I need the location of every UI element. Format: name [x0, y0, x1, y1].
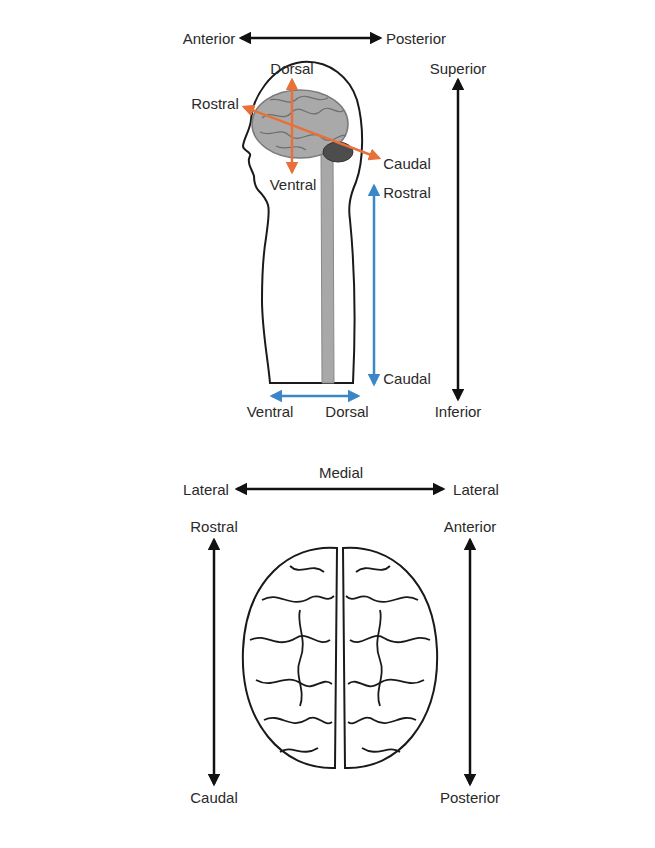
spine-rostral-caudal-arrow	[373, 186, 376, 384]
direction-label: Ventral	[270, 176, 317, 193]
direction-label: Medial	[319, 464, 363, 481]
superior-inferior-arrow	[457, 80, 460, 399]
left-hemisphere	[243, 548, 337, 768]
brain-rostral-caudal-arrow	[244, 107, 379, 158]
spinal-cord	[321, 150, 334, 383]
spine-ventral-dorsal-arrow	[272, 395, 358, 398]
direction-label: Rostral	[191, 95, 239, 112]
direction-label: Caudal	[190, 789, 238, 806]
human-profile	[243, 62, 362, 383]
direction-label: Dorsal	[270, 60, 313, 77]
anterior-posterior-arrow-brain	[469, 540, 472, 784]
direction-label: Anterior	[183, 30, 236, 47]
direction-label: Anterior	[444, 518, 497, 535]
cerebellum	[323, 142, 353, 162]
direction-label: Inferior	[435, 403, 482, 420]
direction-label: Ventral	[247, 403, 294, 420]
direction-label: Superior	[430, 60, 487, 77]
head-body-outline	[243, 62, 362, 383]
direction-label: Posterior	[386, 30, 446, 47]
direction-label: Caudal	[383, 370, 431, 387]
direction-label: Lateral	[453, 481, 499, 498]
direction-label: Rostral	[190, 518, 238, 535]
direction-label: Rostral	[383, 184, 431, 201]
rostral-caudal-arrow	[213, 540, 216, 784]
direction-label: Lateral	[183, 481, 229, 498]
brain-top-view	[243, 548, 437, 768]
body-base-line	[270, 382, 353, 384]
direction-label: Dorsal	[325, 403, 368, 420]
anterior-posterior-arrow	[241, 37, 380, 40]
lateral-medial-arrow	[237, 488, 443, 491]
direction-label: Caudal	[383, 155, 431, 172]
brain-gyri-top	[250, 566, 430, 752]
direction-label: Posterior	[440, 789, 500, 806]
right-hemisphere	[343, 548, 437, 768]
